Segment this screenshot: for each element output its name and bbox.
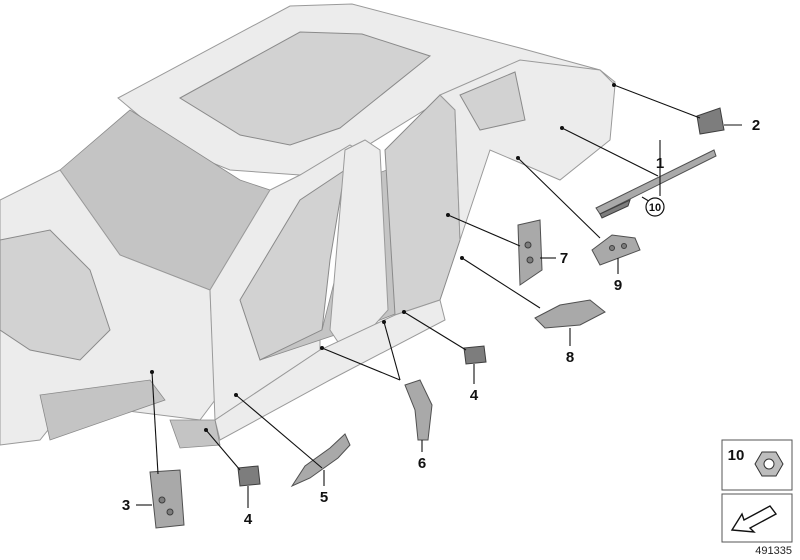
legend-nut-box: 10 (721, 439, 793, 491)
callout-8: 8 (566, 349, 574, 366)
engine-bay-detail (0, 229, 111, 361)
sunroof-opening (179, 31, 432, 146)
b-pillar (329, 139, 389, 346)
part-2-corner-bracket (696, 107, 725, 135)
part-6-b-pillar-insert (404, 379, 433, 441)
callout-10-circled: 10 (645, 197, 665, 217)
part-4-plug-upper (463, 345, 487, 365)
part-5-sill-bracket (290, 433, 351, 488)
part-8-rear-sill-bracket (534, 299, 606, 329)
part-7-pillar-insert (517, 219, 543, 286)
part-1-reinforcement-strip (595, 149, 717, 219)
callout-10: 10 (649, 202, 661, 214)
arrow-pointer-icon (730, 505, 778, 533)
rear-side-panel (439, 59, 616, 241)
part-3-pillar-insert (149, 469, 185, 529)
rear-quarter-window (459, 71, 526, 131)
callout-7: 7 (560, 250, 568, 267)
callout-3: 3 (122, 497, 130, 514)
callout-6: 6 (418, 455, 426, 472)
callout-numbers: 1 2 3 4 4 5 6 7 8 9 10 (122, 117, 760, 528)
legend-direction-box (721, 493, 793, 543)
callout-4-upper: 4 (470, 387, 479, 404)
callout-1: 1 (656, 155, 664, 172)
document-number: 491335 (755, 545, 792, 557)
callout-2: 2 (752, 117, 760, 134)
callout-9: 9 (614, 277, 622, 294)
legend-nut-number: 10 (728, 447, 745, 464)
front-lower-block (169, 419, 221, 449)
callout-4-lower: 4 (244, 511, 253, 528)
leader-lines (136, 83, 742, 508)
callout-5: 5 (320, 489, 328, 506)
part-4-plug-lower (237, 465, 261, 487)
front-rail (39, 379, 166, 441)
part-9-c-pillar-insert (591, 234, 641, 266)
hex-nut-icon (754, 451, 784, 477)
